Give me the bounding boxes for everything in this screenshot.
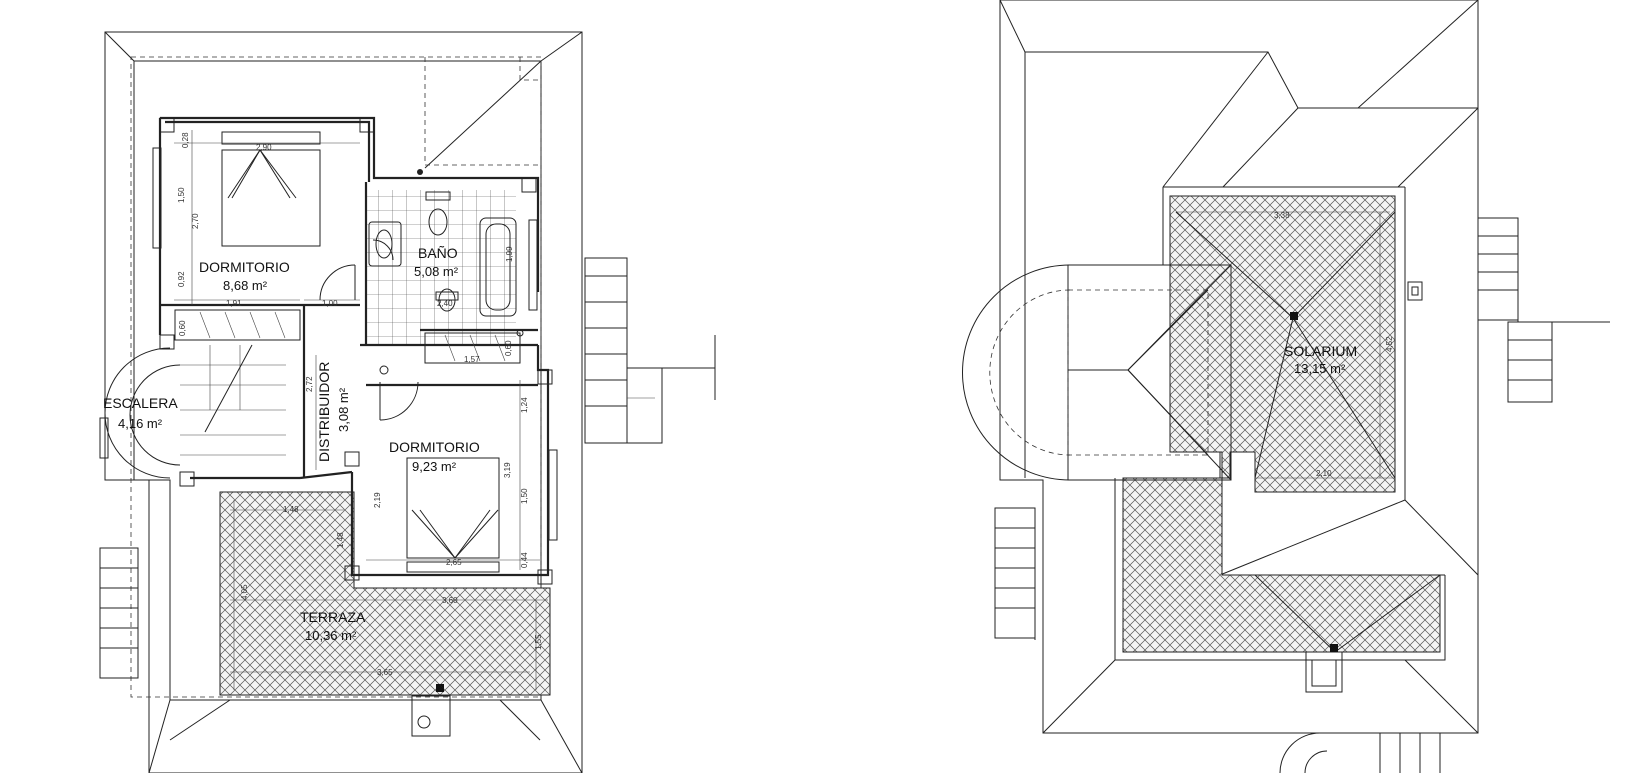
room-name-dormitorio-1: DORMITORIO [199,259,290,275]
dim-label: 3,65 [377,668,393,677]
room-name-solarium: SOLARIUM [1284,343,1357,359]
dim-label: 2,65 [446,558,462,567]
dim-label: 2,10 [1316,469,1332,478]
room-area-bano: 5,08 m² [414,264,459,279]
escalera-stairs [104,344,286,479]
room-area-dormitorio-2: 9,23 m² [412,459,457,474]
floor-dimension-lines [174,130,548,690]
dim-label: 1,91 [226,299,242,308]
dim-label: 1,99 [505,246,514,262]
room-name-distribuidor: DISTRIBUIDOR [316,362,332,462]
roof-outline [999,0,1479,734]
solarium-paving [1122,195,1441,653]
exterior-stair-right [584,257,716,444]
terraza-paving [219,491,551,696]
roof-exterior-stair-left [994,507,1036,640]
roof-room-labels: SOLARIUM 13,15 m² 3,38 4,52 2,10 [1274,211,1394,478]
dim-label: 0,92 [177,271,186,287]
solarium-lines [1175,211,1441,653]
dim-label: 2,70 [191,213,200,229]
dim-label: 0,60 [178,320,187,336]
dim-label: 0,28 [181,132,190,148]
turret-roof [962,264,1232,481]
dim-label: 1,24 [520,397,529,413]
windows [99,147,558,541]
dim-label: 1,55 [534,634,543,650]
bano-tiles [366,190,516,345]
dim-label: 2,90 [256,143,272,152]
dim-label: 2,19 [373,492,382,508]
room-area-dormitorio-1: 8,68 m² [223,278,268,293]
room-area-solarium: 13,15 m² [1294,361,1346,376]
room-area-escalera: 4,16 m² [118,416,163,431]
dim-label: 0,60 [504,340,513,356]
exterior-stair-left [99,547,139,679]
floor-roof-outline [104,31,583,773]
doors [319,239,419,421]
bathroom-fixtures [368,169,524,375]
room-name-terraza: TERRAZA [300,609,366,625]
columns [159,117,553,585]
dim-label: 1,48 [336,532,345,548]
roof-exterior-stair-bottom [1279,732,1450,773]
dim-label: 0,44 [520,552,529,568]
dim-label: 1,50 [177,187,186,203]
dim-label: 4,52 [1385,336,1394,352]
room-name-dormitorio-2: DORMITORIO [389,439,480,455]
dim-label: 2,72 [305,376,314,392]
roof-chimneys [1305,281,1423,693]
dim-label: 3,38 [1274,211,1290,220]
bed-dormitorio-1 [221,131,321,247]
roof-exterior-stair-right [1477,217,1610,403]
floor-dimension-labels: 2,90 0,28 1,50 2,70 0,92 1,91 1,00 0,60 … [177,132,543,677]
dim-label: 1,00 [322,299,338,308]
room-name-bano: BAÑO [418,245,458,261]
floor-room-labels: DORMITORIO 8,68 m² BAÑO 5,08 m² DISTRIBU… [103,245,480,643]
floor-plan: DORMITORIO 8,68 m² BAÑO 5,08 m² DISTRIBU… [99,31,716,773]
room-area-distribuidor: 3,08 m² [336,387,351,432]
dim-label: 3,19 [503,462,512,478]
dim-label: 1,57 [464,355,480,364]
dim-label: 1,50 [520,488,529,504]
dim-label: 4,05 [240,584,249,600]
wardrobes [174,309,521,364]
dim-label: 1,48 [283,505,299,514]
bed-dormitorio-2 [406,457,500,573]
walls [158,116,550,577]
roof-plan: SOLARIUM 13,15 m² 3,38 4,52 2,10 [962,0,1610,773]
chimney [411,684,451,737]
dim-label: 3,60 [442,596,458,605]
room-area-terraza: 10,36 m² [305,628,357,643]
room-name-escalera: ESCALERA [103,395,178,411]
dim-label: 2,40 [437,299,453,308]
